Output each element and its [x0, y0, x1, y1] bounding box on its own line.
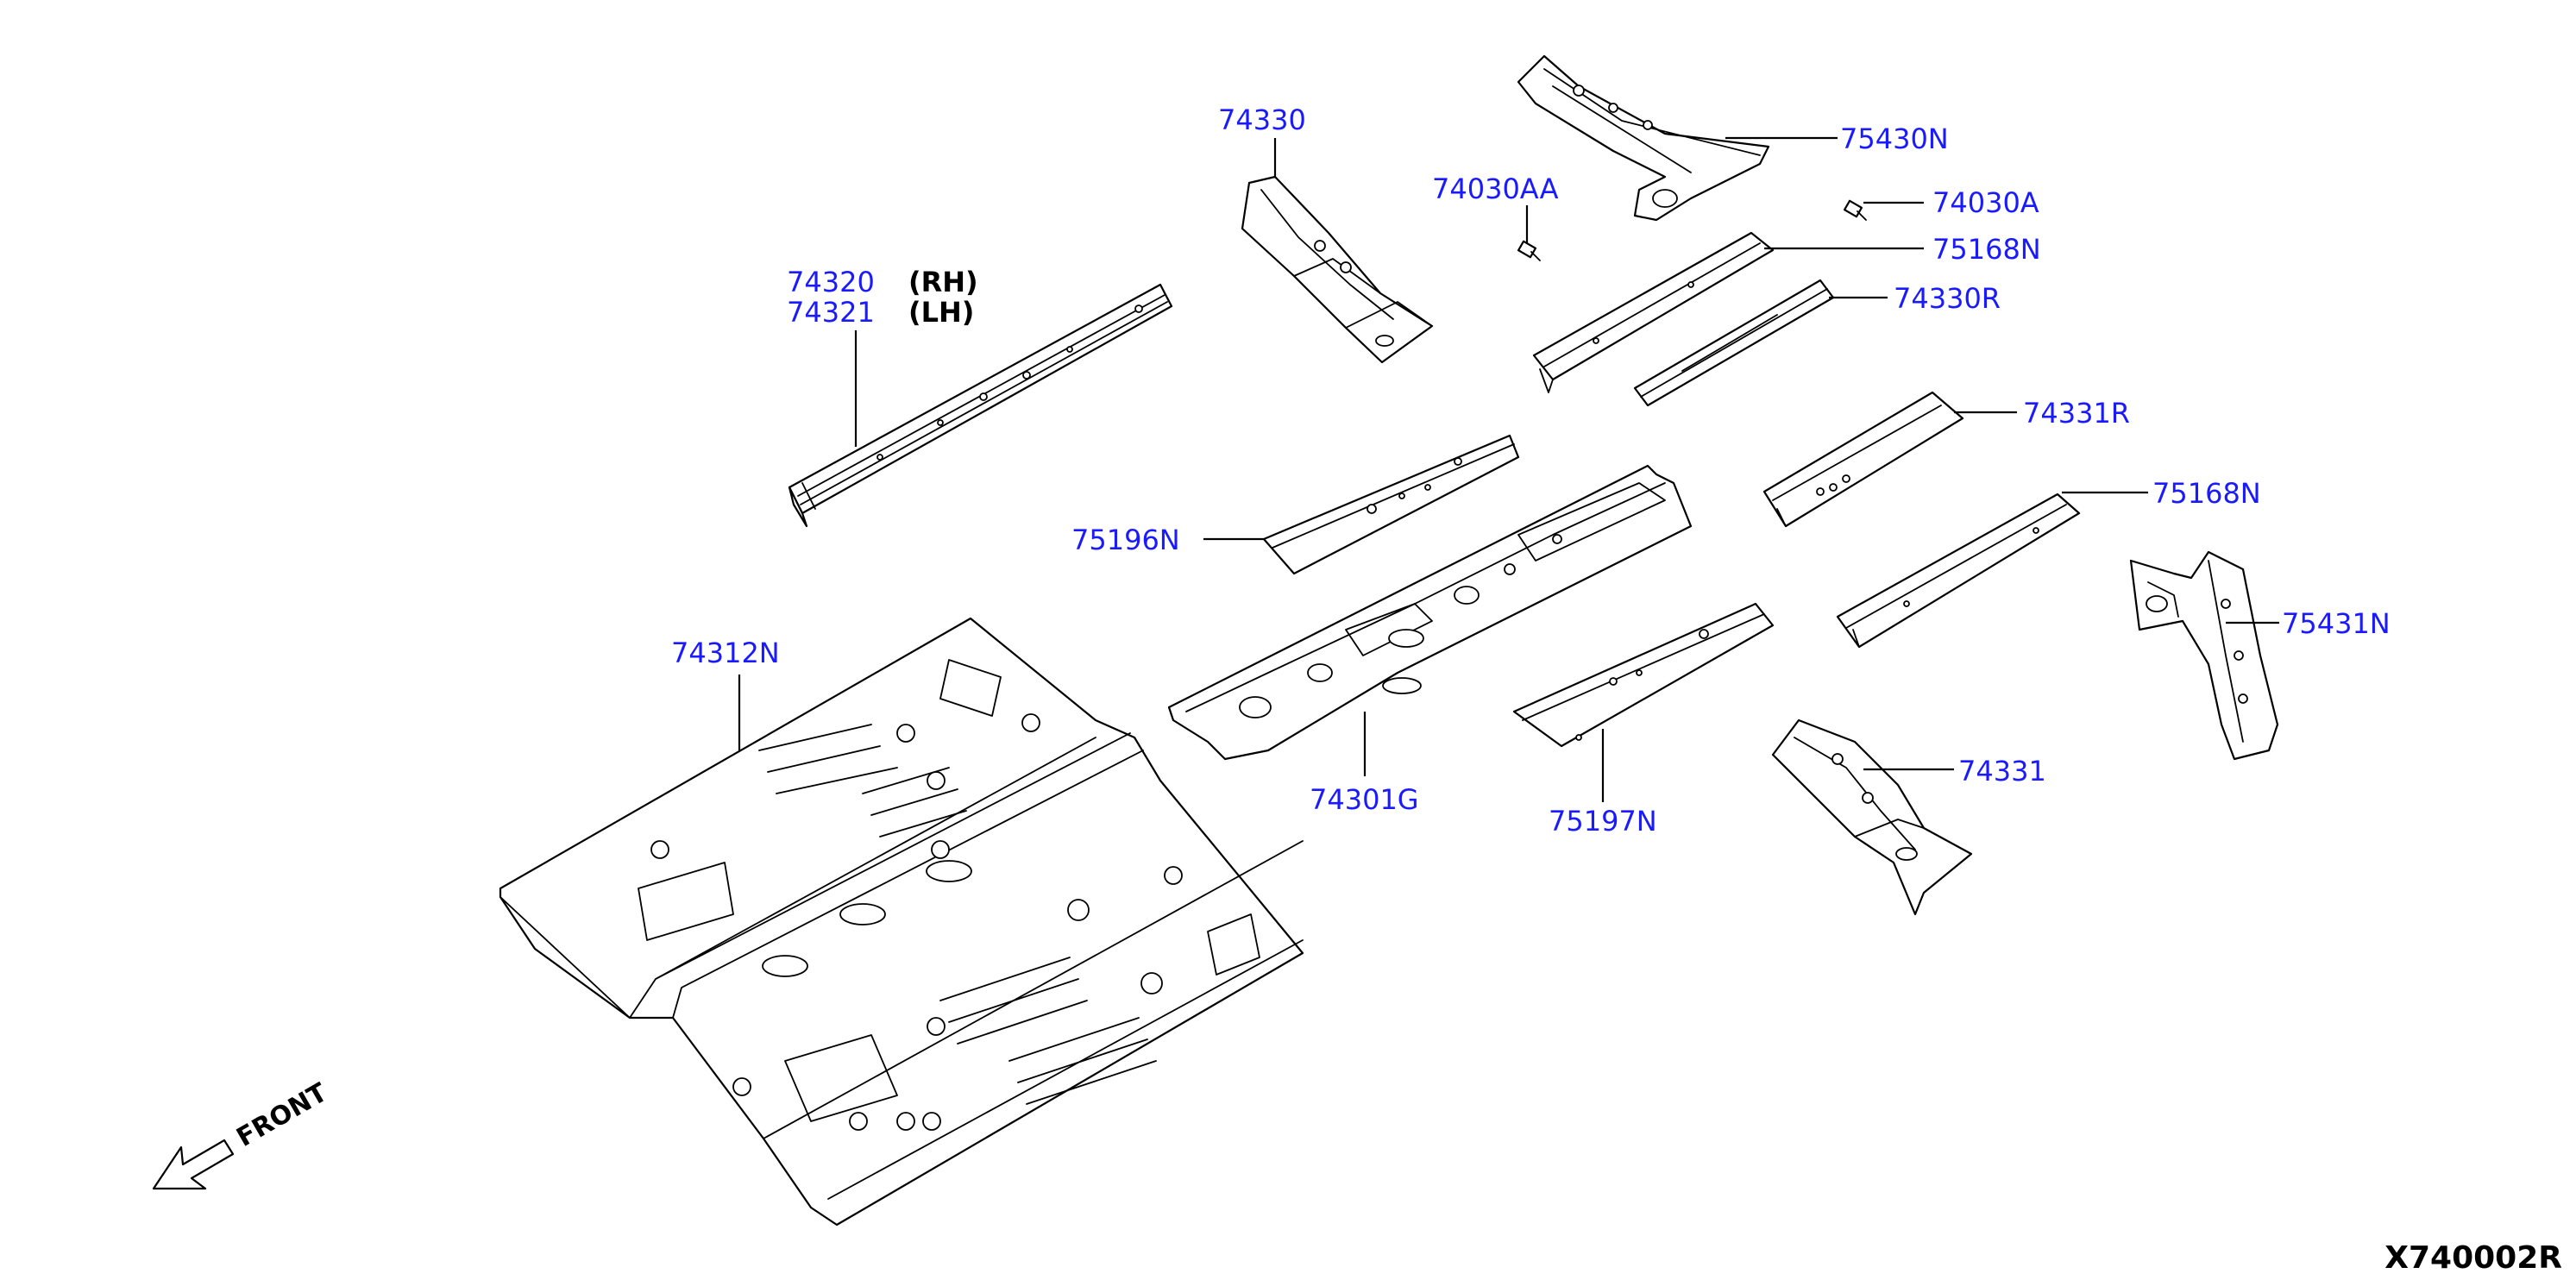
part-74331-member	[1771, 718, 1973, 916]
part-75168N-lower-rail	[1836, 493, 2081, 649]
label-74321: 74321	[787, 296, 875, 329]
label-75168N-upper: 75168N	[1932, 233, 2041, 266]
label-lh: (LH)	[908, 296, 974, 329]
label-74330: 74330	[1218, 104, 1306, 136]
part-74320-sill-rail	[788, 283, 1173, 528]
label-74301G: 74301G	[1310, 783, 1419, 816]
label-74320: 74320	[787, 266, 875, 298]
part-74301G-tunnel	[1167, 464, 1693, 761]
part-75168N-upper-rail	[1532, 231, 1775, 393]
part-75430N-member	[1517, 54, 1770, 222]
label-75168N-lower: 75168N	[2152, 477, 2261, 510]
part-74331R-rail	[1762, 391, 1964, 528]
part-75431N-member	[2129, 550, 2279, 761]
part-74030A-bolt	[1843, 199, 1867, 221]
label-74331: 74331	[1958, 755, 2046, 787]
part-75196N-brace	[1262, 434, 1520, 575]
part-74330-member	[1241, 175, 1434, 364]
label-74312N: 74312N	[671, 637, 780, 669]
part-75197N-brace	[1512, 602, 1775, 748]
part-74312N-floor-panel	[499, 617, 1304, 1227]
label-rh: (RH)	[908, 266, 978, 298]
label-74331R: 74331R	[2023, 397, 2130, 430]
label-75431N: 75431N	[2282, 607, 2391, 640]
label-75197N: 75197N	[1549, 805, 1657, 838]
front-label: FRONT	[232, 1077, 333, 1153]
label-74030AA: 74030AA	[1432, 173, 1559, 205]
label-74030A: 74030A	[1932, 186, 2039, 219]
part-74030AA-bolt	[1517, 240, 1541, 261]
front-arrow-icon	[152, 1139, 235, 1190]
label-75430N: 75430N	[1840, 122, 1949, 155]
diagram-code: X740002R	[2384, 1240, 2562, 1276]
label-75196N: 75196N	[1071, 524, 1180, 556]
label-74330R: 74330R	[1894, 282, 2001, 315]
